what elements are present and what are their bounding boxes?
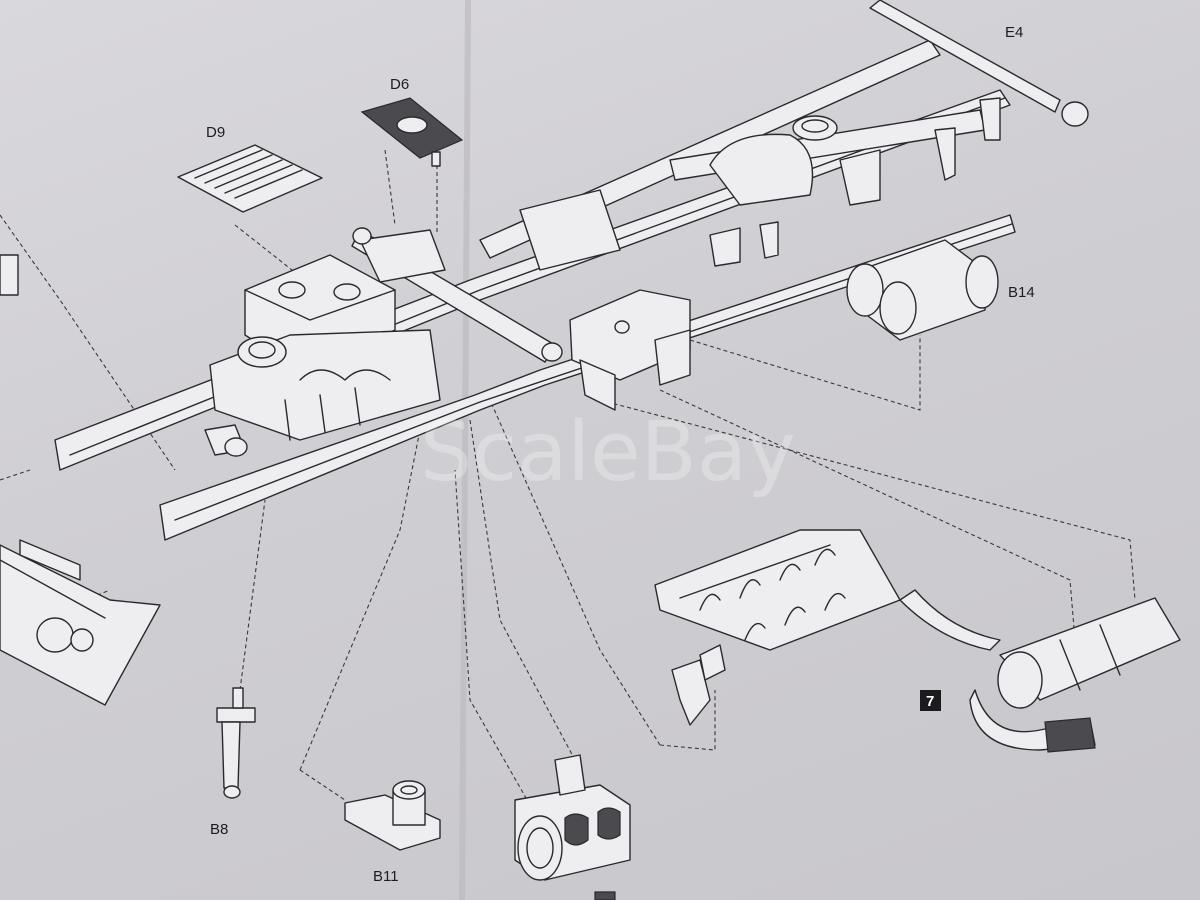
part-d6 <box>360 97 464 167</box>
label-b11: B11 <box>373 868 399 885</box>
brake-assembly <box>514 754 631 900</box>
label-e4: E4 <box>1005 24 1023 41</box>
label-b14: B14 <box>1008 284 1035 301</box>
label-d6: D6 <box>390 76 409 93</box>
part-d9-grille <box>177 144 323 213</box>
part-b8-shock <box>216 687 256 799</box>
front-bumper <box>0 539 161 706</box>
part-b11-bracket <box>344 780 441 851</box>
step-number: 7 <box>926 693 934 710</box>
page-fold <box>459 0 471 900</box>
engine-mount <box>0 227 691 457</box>
label-d9: D9 <box>206 124 225 141</box>
label-b8: B8 <box>210 821 228 838</box>
watermark-text: ScaleBay <box>420 405 796 500</box>
step-badge <box>920 690 941 711</box>
exhaust-system <box>654 529 1181 753</box>
part-b14-tanks <box>846 239 999 341</box>
